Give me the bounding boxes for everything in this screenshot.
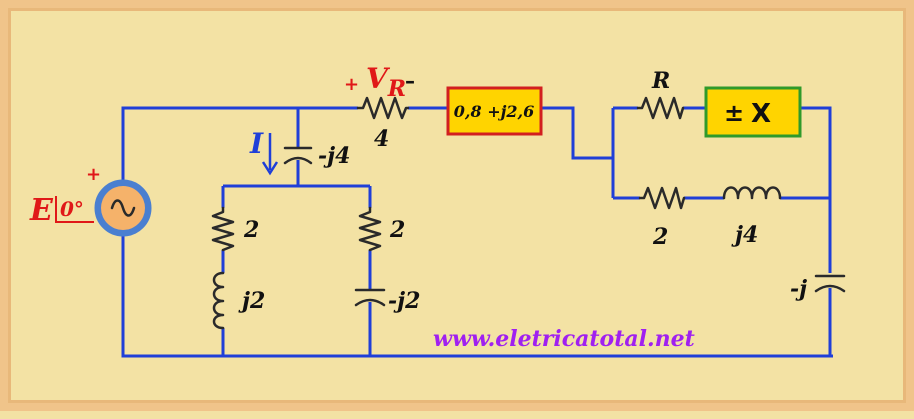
circuit-diagram: E 0° + + VR – 4 I -j4 2 j2 2 -j2 0,8 +j2… bbox=[29, 62, 846, 358]
circuit-components bbox=[211, 96, 846, 330]
vr-label: VR bbox=[366, 62, 406, 102]
capacitor-top-label: -j4 bbox=[318, 143, 350, 169]
vr-label-sub: R bbox=[387, 76, 406, 102]
capacitor-j-label: -j bbox=[790, 276, 807, 302]
capacitor-j-plate-b bbox=[814, 284, 846, 293]
current-label-i: I bbox=[249, 127, 264, 160]
resistor-2-left-icon bbox=[211, 206, 235, 252]
vr-minus-sign: – bbox=[405, 69, 415, 93]
circuit-wires bbox=[121, 106, 833, 358]
resistor-r-label: R bbox=[651, 68, 670, 94]
resistor-mid-label: 2 bbox=[389, 217, 405, 243]
vr-plus-sign: + bbox=[344, 74, 359, 95]
angle-symbol bbox=[55, 196, 94, 223]
resistor-r-icon bbox=[636, 96, 685, 120]
capacitor-mid-plate-b bbox=[354, 298, 386, 307]
inductor-left-label: j2 bbox=[238, 288, 265, 314]
resistor-2-right-icon bbox=[638, 186, 686, 210]
impedance-box-x-label: X bbox=[751, 99, 771, 129]
wire-box-to-split bbox=[541, 106, 613, 160]
impedance-box-1 bbox=[446, 86, 543, 136]
impedance-box-x-pm: ± bbox=[724, 99, 744, 127]
resistor-4-icon bbox=[356, 96, 410, 120]
source-plus-sign: + bbox=[86, 164, 101, 185]
wire-x-to-right bbox=[800, 106, 832, 273]
resistor-2-mid-icon bbox=[358, 206, 382, 252]
website-label: www.eletricatotal.net bbox=[433, 326, 695, 352]
resistor-left-label: 2 bbox=[243, 217, 259, 243]
impedance-box-1-label: 0,8 +j2,6 bbox=[454, 102, 534, 121]
impedance-box-x bbox=[704, 86, 802, 138]
source-label-angle: 0° bbox=[60, 197, 84, 221]
capacitor-mid-label: -j2 bbox=[388, 288, 420, 314]
inductor-j4-label: j4 bbox=[731, 222, 758, 248]
vr-label-v: V bbox=[366, 62, 391, 95]
current-arrow-down-icon bbox=[261, 133, 279, 176]
resistor-4-label: 4 bbox=[374, 126, 389, 152]
inductor-j2-icon bbox=[212, 271, 225, 330]
inductor-j4-icon bbox=[722, 186, 782, 200]
resistor-2-right-label: 2 bbox=[652, 224, 668, 250]
wire-left-top bbox=[121, 106, 358, 193]
wire-left-bottom bbox=[121, 233, 833, 358]
source-label-e: E bbox=[29, 193, 54, 228]
ac-source-icon bbox=[94, 179, 152, 237]
capacitor-top-plate-b bbox=[283, 156, 313, 165]
